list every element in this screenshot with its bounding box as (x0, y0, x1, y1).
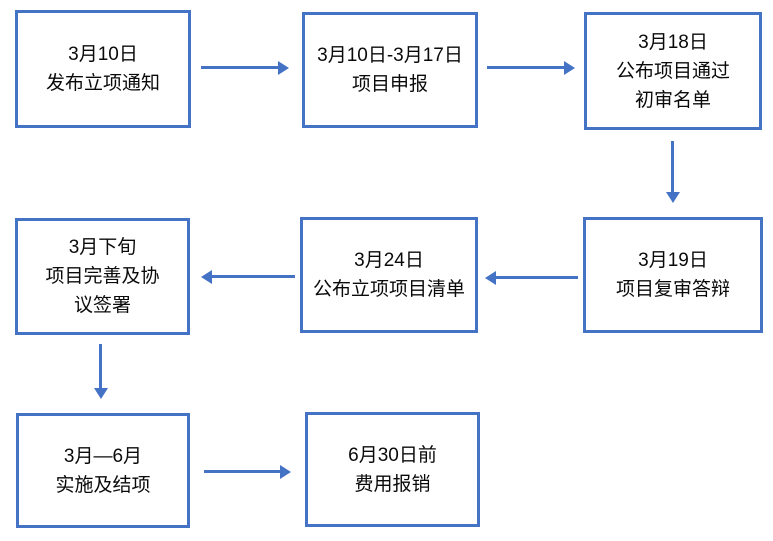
flow-step-text: 6月30日前 (348, 444, 437, 466)
flow-step-review-defense: 3月19日 项目复审答辩 (583, 217, 763, 333)
arrow-publish-to-application-icon (201, 66, 278, 69)
arrow-initialreview-to-defense-icon (671, 141, 674, 192)
arrow-agreement-to-implementation-icon (99, 344, 102, 388)
flow-step-text: 3月24日 (354, 250, 424, 271)
flow-step-text: 实施及结项 (55, 474, 151, 496)
flow-step-implementation: 3月—6月 实施及结项 (16, 413, 190, 528)
flow-step-publish-notice: 3月10日 发布立项通知 (15, 10, 191, 128)
flow-step-text: 3月10日 (68, 44, 138, 65)
flow-step-text: 发布立项通知 (45, 73, 160, 94)
arrow-approvedlist-to-agreement-icon (212, 275, 295, 278)
flow-step-text: 议签署 (73, 295, 131, 316)
flow-step-text: 3月—6月 (63, 445, 143, 467)
flow-step-text: 3月18日 (638, 31, 708, 53)
flow-step-approved-list: 3月24日 公布立项项目清单 (300, 217, 478, 333)
flow-step-text: 公布立项项目清单 (312, 279, 465, 300)
flow-step-text: 项目复审答辩 (615, 279, 730, 300)
flow-step-agreement-signing: 3月下旬 项目完善及协 议签署 (15, 218, 190, 335)
flow-step-text: 3月10日-3月17日 (317, 45, 463, 66)
flow-step-text: 项目完善及协 (45, 266, 160, 287)
flow-step-text: 公布项目通过 (615, 60, 730, 82)
flow-step-text: 初审名单 (634, 89, 711, 111)
flow-step-application: 3月10日-3月17日 项目申报 (302, 12, 478, 128)
arrow-defense-to-approvedlist-icon (496, 276, 578, 279)
flow-step-text: 费用报销 (354, 473, 431, 495)
flow-step-reimbursement: 6月30日前 费用报销 (305, 412, 480, 527)
arrow-implementation-to-reimbursement-icon (204, 470, 280, 473)
flow-step-initial-review-list: 3月18日 公布项目通过 初审名单 (584, 12, 762, 130)
arrow-application-to-initialreview-icon (487, 66, 564, 69)
flow-step-text: 3月下旬 (68, 237, 137, 258)
flow-step-text: 项目申报 (351, 74, 428, 95)
flow-step-text: 3月19日 (638, 250, 708, 271)
